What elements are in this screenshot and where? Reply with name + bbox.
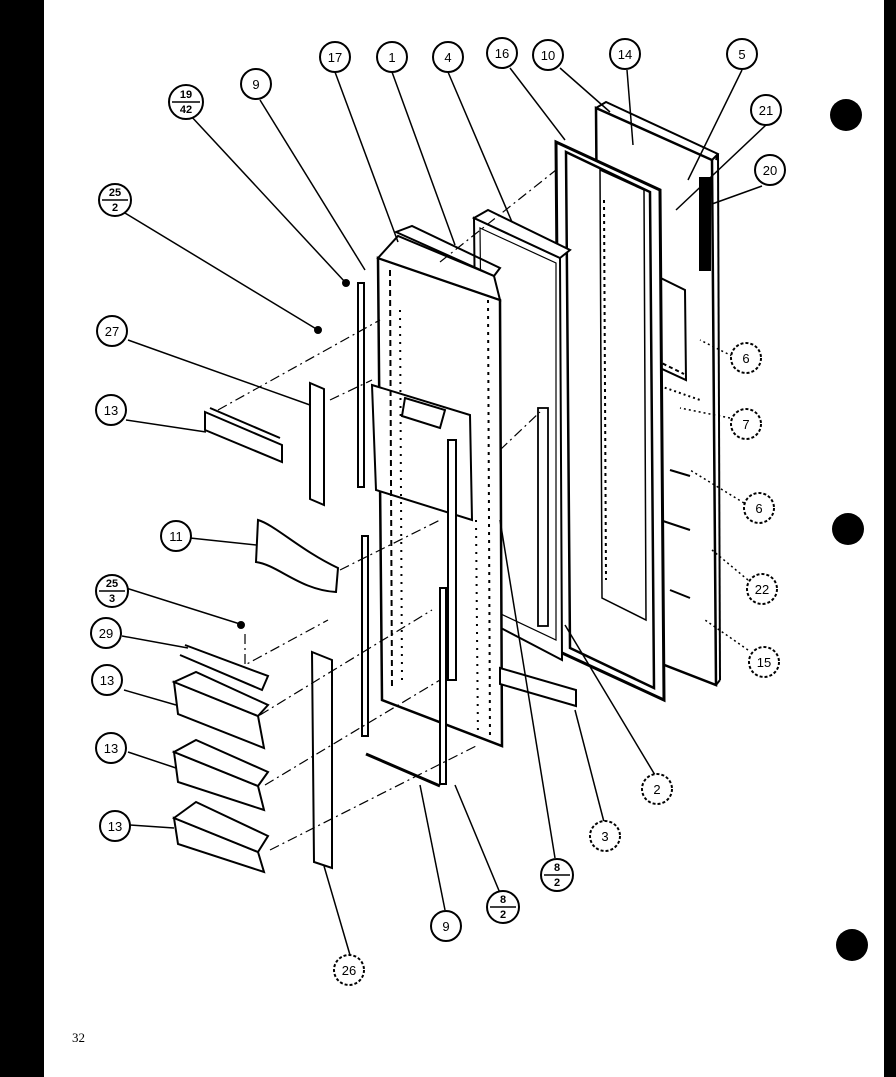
callout-11: 11 xyxy=(160,520,192,552)
callout-27: 27 xyxy=(96,315,128,347)
callout-13-bin2: 13 xyxy=(95,732,127,764)
shelf-retainer-small xyxy=(309,381,325,507)
callout-25-2-den: 2 xyxy=(112,202,118,214)
callout-3-text: 3 xyxy=(601,829,608,844)
callout-4-text: 4 xyxy=(444,50,451,65)
callout-6-upper-text: 6 xyxy=(742,351,749,366)
page-number: 32 xyxy=(72,1030,85,1045)
callout-19-42-num: 19 xyxy=(180,89,192,101)
callout-21-text: 21 xyxy=(759,103,773,118)
callout-25-3-num: 25 xyxy=(106,578,118,590)
callout-4: 4 xyxy=(432,41,464,73)
callout-8-2-upper-num: 8 xyxy=(554,862,560,874)
callout-19-42-den: 42 xyxy=(180,104,192,116)
callout-20-text: 20 xyxy=(763,163,777,178)
binder-hole-middle xyxy=(832,513,864,545)
callout-25-2-num: 25 xyxy=(109,187,121,199)
callout-8-2-lower-den: 2 xyxy=(500,909,506,921)
shelf-top-bar xyxy=(204,407,283,464)
door-bin-1 xyxy=(171,670,270,750)
callout-13-top: 13 xyxy=(95,394,127,426)
screw-25-3 xyxy=(237,621,245,629)
callout-13-bin1-text: 13 xyxy=(100,673,114,688)
callout-8-2-upper-den: 2 xyxy=(554,877,560,889)
callout-6-lower-text: 6 xyxy=(755,501,762,516)
callout-22: 22 xyxy=(746,573,778,605)
callout-9-top: 9 xyxy=(240,68,272,100)
callout-2-text: 2 xyxy=(653,782,660,797)
callout-26: 26 xyxy=(333,954,365,986)
binder-hole-bottom xyxy=(836,929,868,961)
callout-6-upper: 6 xyxy=(730,342,762,374)
callout-11-text: 11 xyxy=(169,529,183,544)
shelf-retainer-long xyxy=(310,650,333,870)
callout-5-text: 5 xyxy=(738,47,745,62)
callout-8-2-lower-num: 8 xyxy=(500,894,506,906)
callout-10-text: 10 xyxy=(541,48,555,63)
screw-19-42 xyxy=(342,279,350,287)
leader-lines xyxy=(119,67,767,956)
screw-25-2 xyxy=(314,326,322,334)
callout-2: 2 xyxy=(641,773,673,805)
callout-1: 1 xyxy=(376,41,408,73)
door-bin-2 xyxy=(171,738,270,812)
callout-29-text: 29 xyxy=(99,626,113,641)
callout-21: 21 xyxy=(750,94,782,126)
callout-7-text: 7 xyxy=(742,417,749,432)
callout-6-lower: 6 xyxy=(743,492,775,524)
callout-17: 17 xyxy=(319,41,351,73)
callout-17-text: 17 xyxy=(328,50,342,65)
callout-1-text: 1 xyxy=(388,50,395,65)
callout-13-bin3-text: 13 xyxy=(108,819,122,834)
dairy-door-cover xyxy=(254,518,340,594)
bottom-trim xyxy=(499,666,577,708)
callout-13-top-text: 13 xyxy=(104,403,118,418)
inner-door-liner xyxy=(357,224,504,788)
callout-16: 16 xyxy=(486,37,518,69)
callout-15: 15 xyxy=(748,646,780,678)
door-bin-3 xyxy=(171,800,270,874)
callout-13-bin2-text: 13 xyxy=(104,741,118,756)
callout-25-2: 25 2 xyxy=(98,183,132,217)
callout-27-text: 27 xyxy=(105,324,119,339)
callout-14: 14 xyxy=(609,38,641,70)
callout-9-top-text: 9 xyxy=(252,77,259,92)
callout-9-bottom-text: 9 xyxy=(442,919,449,934)
callout-5: 5 xyxy=(726,38,758,70)
alignment-lines xyxy=(217,169,557,851)
binder-hole-top xyxy=(830,99,862,131)
callout-29: 29 xyxy=(90,617,122,649)
callout-25-3: 25 3 xyxy=(95,574,129,608)
callout-13-bin3: 13 xyxy=(99,810,131,842)
callout-14-text: 14 xyxy=(618,47,632,62)
callout-20: 20 xyxy=(754,154,786,186)
callout-10: 10 xyxy=(532,39,564,71)
callout-9-bottom: 9 xyxy=(430,910,462,942)
callout-22-text: 22 xyxy=(755,582,769,597)
callout-25-3-den: 3 xyxy=(109,593,115,605)
callout-7: 7 xyxy=(730,408,762,440)
callout-8-2-upper: 8 2 xyxy=(540,858,574,892)
callout-3: 3 xyxy=(589,820,621,852)
shelf-clip xyxy=(179,644,270,692)
callout-8-2-lower: 8 2 xyxy=(486,890,520,924)
callout-13-bin1: 13 xyxy=(91,664,123,696)
callout-16-text: 16 xyxy=(495,46,509,61)
callout-26-text: 26 xyxy=(342,963,356,978)
door-gasket xyxy=(554,139,666,703)
callout-19-42: 19 42 xyxy=(168,84,204,120)
callout-15-text: 15 xyxy=(757,655,771,670)
